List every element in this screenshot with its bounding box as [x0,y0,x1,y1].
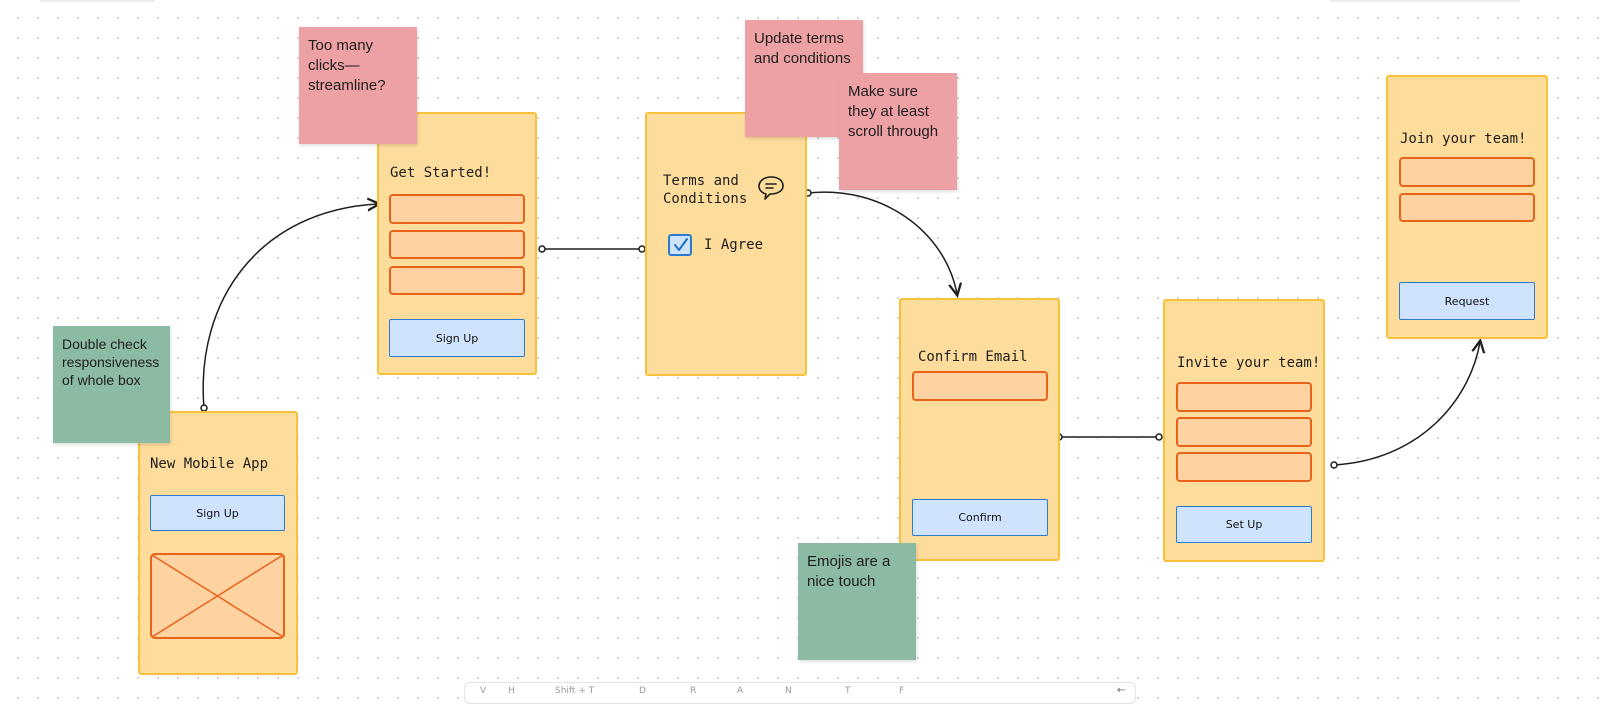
sticky-note-scroll-through[interactable]: Make sure they at least scroll through [839,73,957,190]
toolbar-key[interactable]: F [899,686,905,696]
toolbar-key[interactable]: T [845,686,851,696]
checkbox-label: I Agree [704,237,764,253]
image-placeholder-icon [150,553,285,639]
screen-get-started[interactable]: Get Started! Sign Up [377,112,537,375]
toolbar-key[interactable]: Shift + T [555,686,595,696]
confirm-button[interactable]: Confirm [912,499,1048,536]
undo-arrow-icon[interactable]: ← [1117,685,1126,696]
toolbar-key[interactable]: D [639,686,646,696]
connector-terms-to-confirm [807,191,957,294]
invite-field-3[interactable] [1176,452,1312,482]
toolbar-key[interactable]: N [785,686,792,696]
screen-new-mobile-app[interactable]: New Mobile App Sign Up [138,411,298,675]
connector-dot [538,245,546,253]
set-up-button[interactable]: Set Up [1176,506,1312,543]
screen-title-line1: Terms and [663,173,739,189]
join-field-1[interactable] [1399,157,1535,187]
comment-bubble-icon [758,176,784,200]
toolbar-key[interactable]: H [508,686,515,696]
invite-field-1[interactable] [1176,382,1312,412]
toolbar-key[interactable]: A [737,686,744,696]
screen-title-line2: Conditions [663,191,748,207]
connector-invite-to-join [1333,342,1480,466]
screen-join-team[interactable]: Join your team! Request [1386,75,1548,339]
screen-invite-team[interactable]: Invite your team! Set Up [1163,299,1325,562]
sign-up-button[interactable]: Sign Up [389,319,525,357]
screen-title: Invite your team! [1177,355,1321,371]
screen-title: Confirm Email [918,349,1028,365]
join-field-2[interactable] [1399,193,1535,222]
sticky-note-responsiveness[interactable]: Double check responsiveness of whole box [53,326,170,443]
connector-dot [1155,433,1163,441]
top-edge-bar-left [40,0,155,2]
toolbar-key[interactable]: V [480,686,487,696]
screen-title: New Mobile App [150,456,269,472]
image-placeholder [150,553,285,639]
screen-confirm-email[interactable]: Confirm Email Confirm [899,298,1060,561]
screen-title: Get Started! [390,165,492,181]
connector-app-to-getstarted [202,204,378,409]
agree-checkbox[interactable] [668,234,692,256]
request-button[interactable]: Request [1399,282,1535,320]
toolbar-key[interactable]: R [690,686,697,696]
sticky-note-emojis[interactable]: Emojis are a nice touch [798,543,916,660]
bottom-toolbar[interactable]: V H Shift + T D R A N T F ← [464,682,1136,704]
invite-field-2[interactable] [1176,417,1312,447]
form-field-2[interactable] [389,230,525,259]
sticky-note-streamline[interactable]: Too many clicks—streamline? [299,27,417,144]
form-field-1[interactable] [389,194,525,224]
connector-dot [1330,461,1338,469]
top-edge-bar-right [1330,0,1520,2]
screen-title: Join your team! [1400,131,1527,147]
email-field[interactable] [912,371,1048,401]
screen-terms-and-conditions[interactable]: Terms and Conditions I Agree [645,112,807,376]
form-field-3[interactable] [389,266,525,295]
sign-up-button[interactable]: Sign Up [150,495,285,531]
checkmark-icon [674,238,688,251]
